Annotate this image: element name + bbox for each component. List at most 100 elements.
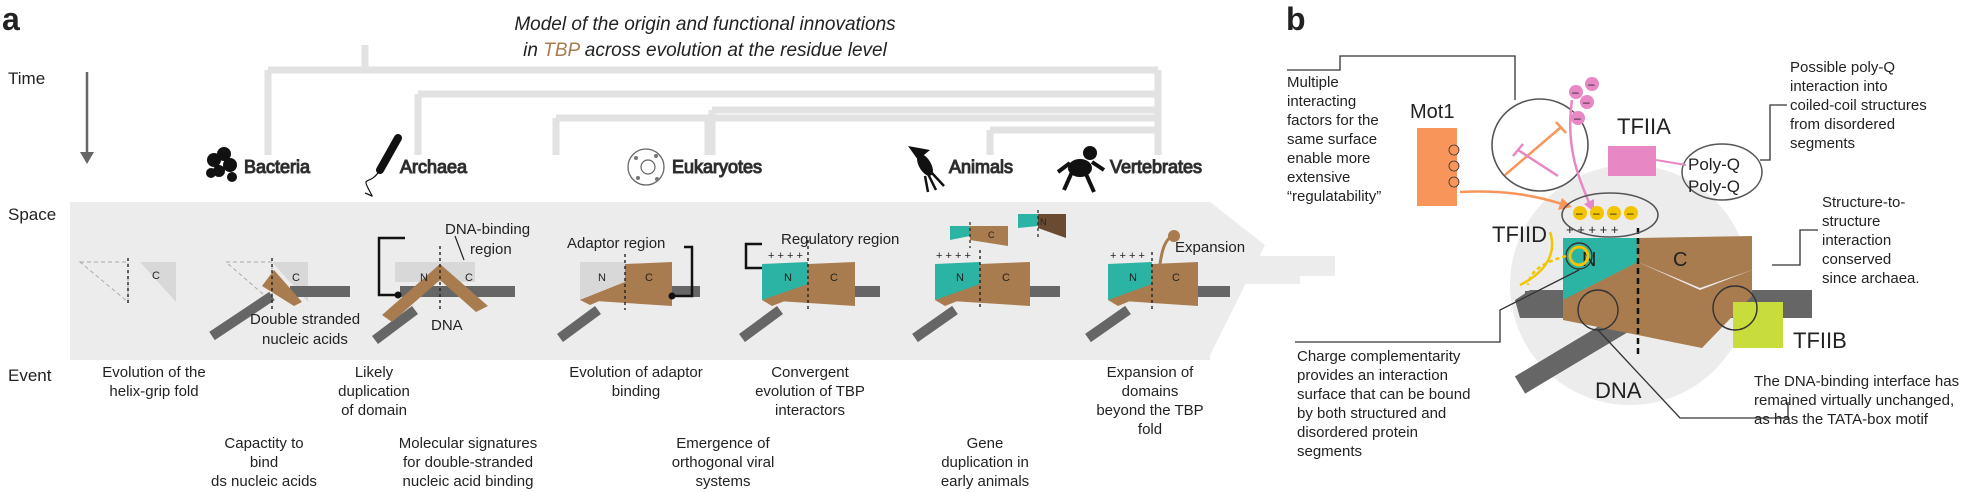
panel-a-title-line1: Model of the origin and functional innov… — [514, 14, 896, 35]
space-axis-label: Space — [8, 205, 56, 224]
svg-text:interacting: interacting — [1287, 93, 1356, 110]
svg-text:+ + + +: + + + + — [1110, 250, 1145, 262]
svg-text:by both structured and: by both structured and — [1297, 405, 1446, 422]
svg-text:ds nucleic acids: ds nucleic acids — [211, 473, 317, 490]
note-structure: Structure-to- structure interaction cons… — [1822, 194, 1920, 287]
svg-text:from disordered: from disordered — [1790, 116, 1895, 133]
panel-a-title-line2: in TBP across evolution at the residue l… — [523, 40, 887, 61]
svg-text:Convergent: Convergent — [771, 364, 849, 381]
svg-text:same surface: same surface — [1287, 131, 1377, 148]
svg-text:since archaea.: since archaea. — [1822, 270, 1920, 287]
label-region: region — [470, 241, 512, 258]
panel-b-c-label: C — [1673, 249, 1687, 271]
svg-text:extensive: extensive — [1287, 169, 1350, 186]
structure-animals: C N + + + + N C — [912, 210, 1066, 343]
panel-b-n-label: N — [1582, 249, 1596, 271]
regulatability-circle — [1491, 98, 1589, 192]
svg-text:interactors: interactors — [775, 402, 845, 419]
note-polyq: Possible poly-Q interaction into coiled-… — [1790, 59, 1927, 152]
svg-text:fold: fold — [1138, 421, 1162, 438]
svg-text:early animals: early animals — [941, 473, 1029, 490]
svg-text:N: N — [598, 272, 606, 284]
label-adaptor-region: Adaptor region — [567, 235, 665, 252]
svg-text:Evolution of adaptor: Evolution of adaptor — [569, 364, 702, 381]
clade-animals: Animals — [908, 146, 1014, 193]
svg-text:orthogonal viral: orthogonal viral — [672, 454, 775, 471]
svg-text:C: C — [1172, 272, 1180, 284]
svg-text:surface that can be bound: surface that can be bound — [1297, 386, 1470, 403]
svg-text:nucleic acid binding: nucleic acid binding — [403, 473, 534, 490]
svg-text:C: C — [988, 230, 995, 240]
tfiid-label: TFIID — [1492, 222, 1547, 247]
svg-text:Multiple: Multiple — [1287, 74, 1339, 91]
svg-text:factors for the: factors for the — [1287, 112, 1379, 129]
note-regulatability: Multiple interacting factors for the sam… — [1287, 74, 1381, 205]
svg-text:Expansion of: Expansion of — [1107, 364, 1195, 381]
label-expansion: Expansion — [1175, 239, 1245, 256]
squid-icon — [908, 146, 945, 193]
polyq-label-pink: Poly-Q — [1688, 155, 1740, 174]
svg-text:N: N — [784, 272, 792, 284]
phylogenetic-tree — [264, 45, 1162, 155]
label-dna: DNA — [431, 317, 463, 334]
svg-text:N: N — [1129, 272, 1137, 284]
archaea-icon — [364, 134, 402, 197]
svg-text:–: – — [1576, 206, 1583, 220]
structure-ds-nucleic: C Double stranded nucleic acids — [209, 258, 360, 348]
svg-text:Capactity to: Capactity to — [224, 435, 303, 452]
structure-adaptor: N C Adaptor region — [557, 235, 700, 343]
polyq-circle — [1681, 143, 1763, 201]
time-arrow-head — [80, 152, 94, 164]
svg-text:segments: segments — [1790, 135, 1855, 152]
space-band-connector — [1210, 256, 1335, 276]
svg-text:–: – — [1588, 77, 1595, 91]
eukaryote-cell-icon — [627, 148, 665, 186]
tfiia-label: TFIIA — [1617, 114, 1671, 139]
structure-archaea: N C DNA-binding region DNA — [372, 221, 530, 344]
svg-text:Gene: Gene — [967, 435, 1004, 452]
svg-text:remained virtually unchanged,: remained virtually unchanged, — [1754, 392, 1954, 409]
clade-label-bacteria: Bacteria — [244, 157, 311, 177]
label-dna-binding: DNA-binding — [445, 221, 530, 238]
callout-lines — [1287, 55, 1818, 419]
mot1-factor: Mot1 — [1410, 101, 1460, 206]
svg-text:+ + + +: + + + + — [936, 250, 971, 262]
svg-text:+ + + + +: + + + + + — [1566, 222, 1618, 237]
panel-a-letter: a — [2, 1, 20, 37]
tfiia-factor: – – – – TFIIA — [1569, 77, 1671, 176]
svg-text:C: C — [1002, 272, 1010, 284]
svg-text:domains: domains — [1122, 383, 1179, 400]
svg-text:Evolution of the: Evolution of the — [102, 364, 205, 381]
svg-text:The DNA-binding interface has: The DNA-binding interface has — [1754, 373, 1959, 390]
svg-text:for double-stranded: for double-stranded — [403, 454, 533, 471]
svg-text:–: – — [1583, 95, 1590, 109]
svg-text:“regulatability”: “regulatability” — [1287, 188, 1381, 205]
bacteria-icon — [206, 147, 237, 182]
svg-text:Charge complementarity: Charge complementarity — [1297, 348, 1461, 365]
note-dna-binding: The DNA-binding interface has remained v… — [1754, 373, 1959, 428]
svg-text:as has the TATA-box motif: as has the TATA-box motif — [1754, 411, 1929, 428]
svg-text:+ + + +: + + + + — [768, 250, 803, 262]
label-nucleic-acids: nucleic acids — [262, 331, 348, 348]
polyq-label-brown: Poly-Q — [1688, 177, 1740, 196]
panel-b-letter: b — [1286, 1, 1306, 37]
svg-text:–: – — [1627, 206, 1634, 220]
svg-text:interaction: interaction — [1822, 232, 1891, 249]
svg-text:enable more: enable more — [1287, 150, 1370, 167]
tfiib-label: TFIIB — [1793, 328, 1847, 353]
clade-label-archaea: Archaea — [400, 157, 468, 177]
events-top: Evolution of the helix-grip fold Likely … — [102, 364, 1203, 438]
clade-vertebrates: Vertebrates — [1056, 146, 1203, 193]
svg-text:evolution of TBP: evolution of TBP — [755, 383, 865, 400]
svg-text:Possible poly-Q: Possible poly-Q — [1790, 59, 1895, 76]
tfiib-factor: TFIIB — [1712, 285, 1847, 353]
svg-text:–: – — [1593, 206, 1600, 220]
svg-text:duplication in: duplication in — [941, 454, 1029, 471]
clade-archaea: Archaea — [364, 134, 469, 197]
mot1-label: Mot1 — [1410, 101, 1454, 123]
clade-label-eukaryotes: Eukaryotes — [672, 157, 762, 177]
tfiid-factor: – – – – + + + + + TFIID — [1492, 192, 1659, 287]
svg-text:segments: segments — [1297, 443, 1362, 460]
svg-text:Likely: Likely — [355, 364, 394, 381]
